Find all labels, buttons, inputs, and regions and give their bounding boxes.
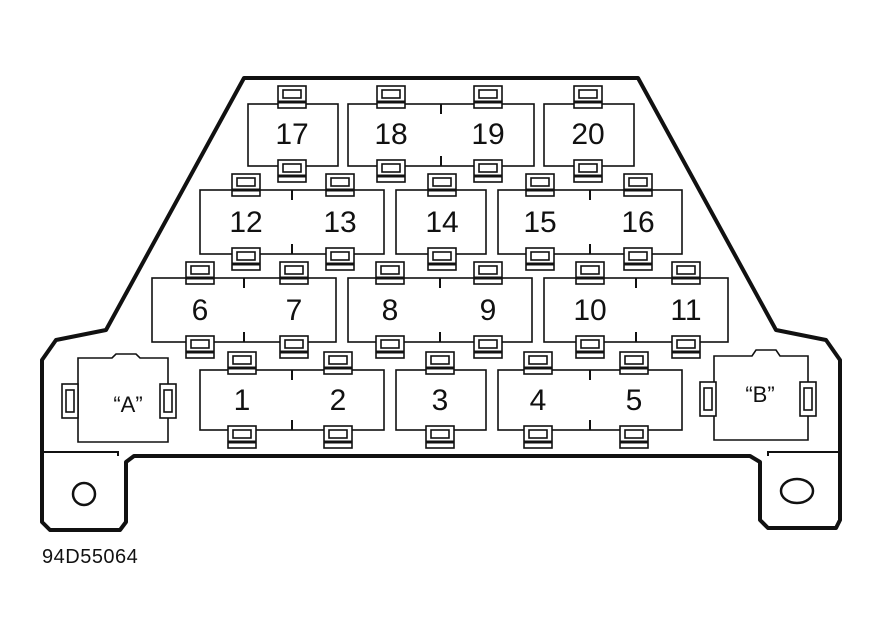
terminal-clip xyxy=(473,335,503,359)
fuse-terminal-clips xyxy=(185,85,701,449)
terminal-clip xyxy=(325,247,355,271)
fuse-number: 20 xyxy=(571,118,604,151)
fuse-number: 4 xyxy=(530,384,547,417)
terminal-clip xyxy=(575,261,605,285)
terminal-clip xyxy=(227,425,257,449)
terminal-clip xyxy=(575,335,605,359)
terminal-clip xyxy=(375,335,405,359)
terminal-clip xyxy=(375,261,405,285)
fuse-housing xyxy=(199,189,385,255)
terminal-clip xyxy=(473,159,503,183)
terminal-clip xyxy=(523,351,553,375)
terminal-clip xyxy=(671,335,701,359)
fuse-panel-outline xyxy=(40,76,842,532)
fuse-housing xyxy=(247,103,339,167)
fuse-housings xyxy=(151,103,729,431)
fuse-number: 13 xyxy=(323,206,356,239)
terminal-clip xyxy=(427,247,457,271)
fuse-number: 8 xyxy=(382,294,399,327)
terminal-clip xyxy=(623,247,653,271)
fuse-number: 18 xyxy=(374,118,407,151)
connector-a: “A” xyxy=(61,353,177,443)
terminal-clip xyxy=(323,425,353,449)
terminal-clip xyxy=(671,261,701,285)
connector-b: “B” xyxy=(699,349,817,441)
terminal-clip xyxy=(185,261,215,285)
terminal-clip xyxy=(523,425,553,449)
fuse-number: 16 xyxy=(621,206,654,239)
terminal-clip xyxy=(325,173,355,197)
terminal-clip xyxy=(376,159,406,183)
fuse-number: 10 xyxy=(573,294,606,327)
fuse-number: 3 xyxy=(432,384,449,417)
terminal-clip xyxy=(376,85,406,109)
fuse-number: 6 xyxy=(192,294,209,327)
terminal-clip xyxy=(525,173,555,197)
fuse-number: 17 xyxy=(275,118,308,151)
reference-code: 94D55064 xyxy=(42,546,139,568)
terminal-clip xyxy=(473,85,503,109)
fuse-number: 11 xyxy=(670,294,701,327)
fuse-housing xyxy=(497,189,683,255)
fuse-housing xyxy=(543,103,635,167)
terminal-clip xyxy=(525,247,555,271)
terminal-clip xyxy=(231,247,261,271)
fuse-housing xyxy=(347,103,535,167)
terminal-clip xyxy=(277,85,307,109)
fuse-number: 12 xyxy=(229,206,262,239)
terminal-clip xyxy=(279,335,309,359)
connector-b-label: “B” xyxy=(745,382,774,407)
fuse-number: 5 xyxy=(626,384,643,417)
fuse-housing xyxy=(151,277,337,343)
fuse-number: 19 xyxy=(471,118,504,151)
terminal-clip xyxy=(619,351,649,375)
terminal-clip xyxy=(323,351,353,375)
terminal-clip xyxy=(425,351,455,375)
terminal-clip xyxy=(231,173,261,197)
terminal-clip xyxy=(623,173,653,197)
terminal-clip xyxy=(279,261,309,285)
terminal-clip xyxy=(227,351,257,375)
terminal-clip xyxy=(425,425,455,449)
fuse-housing xyxy=(347,277,533,343)
fuse-number: 9 xyxy=(480,294,497,327)
mounting-hole-left xyxy=(71,481,97,507)
fuse-number: 2 xyxy=(330,384,347,417)
fuse-number: 7 xyxy=(286,294,303,327)
terminal-clip xyxy=(619,425,649,449)
mounting-hole-right xyxy=(779,477,815,505)
terminal-clip xyxy=(573,159,603,183)
fuse-number: 15 xyxy=(523,206,556,239)
terminal-clip xyxy=(277,159,307,183)
fuse-number: 14 xyxy=(425,206,458,239)
fuse-number: 1 xyxy=(234,384,251,417)
terminal-clip xyxy=(185,335,215,359)
terminal-clip xyxy=(473,261,503,285)
connector-a-label: “A” xyxy=(113,392,142,417)
terminal-clip xyxy=(427,173,457,197)
terminal-clip xyxy=(573,85,603,109)
